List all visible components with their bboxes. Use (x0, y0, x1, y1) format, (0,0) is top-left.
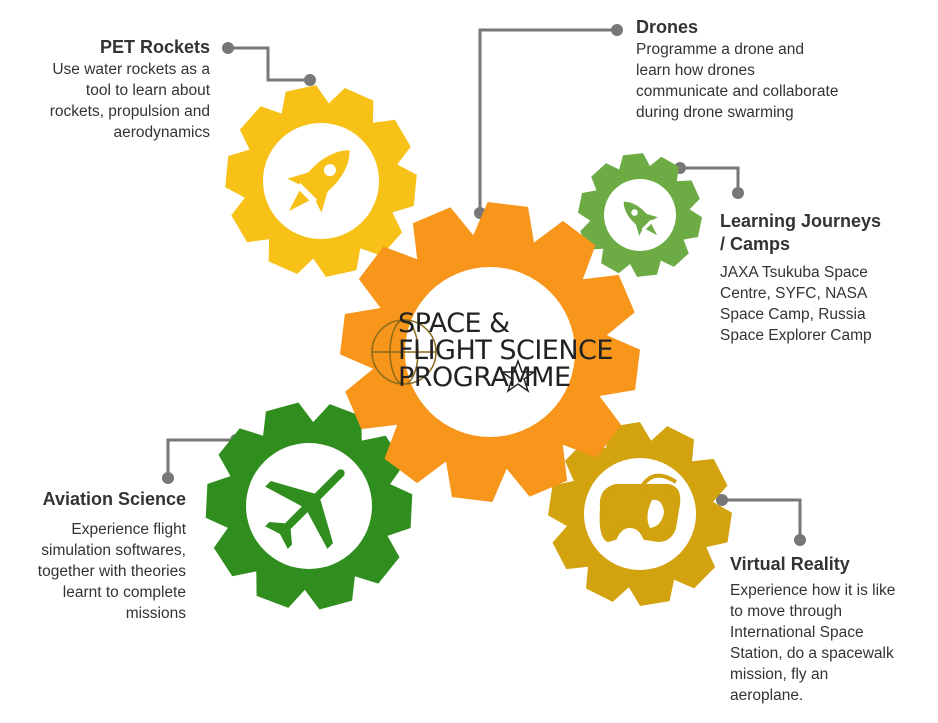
logo-line-3: PROGRAMME (398, 362, 571, 393)
pet-rockets-line: tool to learn about (85, 82, 210, 99)
virtual-reality-line: Station, do a spacewalk (730, 645, 894, 662)
virtual-reality-line: International Space (730, 624, 864, 641)
pet-rockets-block: PET Rockets Use water rockets as a tool … (0, 36, 210, 143)
connector-pet (228, 46, 310, 82)
learning-journeys-title: / Camps (720, 234, 791, 254)
pet-rockets-line: rockets, propulsion and (49, 103, 210, 120)
learning-journeys-line: Centre, SYFC, NASA (720, 285, 868, 302)
learning-journeys-line: Space Camp, Russia (720, 306, 866, 323)
gear-virtual-reality (548, 422, 732, 606)
connector-drones (478, 28, 617, 213)
connector-dot (716, 494, 728, 506)
pet-rockets-line: aerodynamics (113, 124, 211, 141)
drones-block: Drones Programme a drone and learn how d… (636, 16, 916, 123)
virtual-reality-line: to move through (730, 603, 843, 620)
learning-journeys-line: Space Explorer Camp (720, 327, 872, 344)
connector-dot (732, 187, 744, 199)
star-icon (499, 358, 537, 393)
gear-aviation-science (205, 402, 413, 610)
aviation-science-line: together with theories (37, 563, 186, 580)
aviation-science-block: Aviation Science Experience flight simul… (0, 488, 186, 624)
connector-journeys (680, 166, 740, 193)
aviation-science-title: Aviation Science (42, 489, 186, 509)
virtual-reality-line: aeroplane. (730, 687, 804, 704)
pet-rockets-line: Use water rockets as a (52, 61, 210, 78)
connectors (166, 28, 802, 540)
connector-aviation (166, 438, 236, 478)
drones-line: Programme a drone and (636, 41, 805, 58)
connector-vr (722, 498, 802, 540)
virtual-reality-title: Virtual Reality (730, 554, 850, 574)
rocket-icon (287, 150, 350, 213)
gear-center-programme (340, 202, 640, 502)
connector-dot (162, 472, 174, 484)
learning-journeys-line: JAXA Tsukuba Space (720, 264, 868, 281)
connector-dot (611, 24, 623, 36)
aviation-science-line: missions (125, 605, 186, 622)
connector-dot (794, 534, 806, 546)
drones-title: Drones (636, 17, 699, 37)
drones-line: during drone swarming (636, 104, 794, 121)
drones-line: communicate and collaborate (636, 83, 839, 100)
airplane-icon (265, 469, 345, 549)
aviation-science-line: simulation softwares, (41, 542, 186, 559)
logo-line-1: SPACE & (398, 308, 510, 339)
connector-dot (304, 74, 316, 86)
gear-pet-rockets (225, 85, 417, 277)
virtual-reality-line: Experience how it is like (730, 582, 896, 599)
connector-dot (222, 42, 234, 54)
aviation-science-line: learnt to complete (62, 584, 186, 601)
logo-line-2: FLIGHT SCIENCE (398, 335, 613, 366)
globe-icon (371, 319, 437, 385)
learning-journeys-title: Learning Journeys (720, 211, 882, 231)
gear-learning-journeys (578, 153, 702, 277)
pet-rockets-title: PET Rockets (99, 37, 210, 57)
vr-headset-icon (599, 473, 681, 543)
aviation-science-line: Experience flight (71, 521, 186, 538)
drones-line: learn how drones (636, 62, 755, 79)
programme-logo: SPACE & FLIGHT SCIENCE PROGRAMME (398, 310, 613, 391)
virtual-reality-line: mission, fly an (730, 666, 829, 683)
virtual-reality-block: Virtual Reality Experience how it is lik… (730, 553, 935, 706)
rocket-icon (623, 201, 658, 236)
learning-journeys-block: Learning Journeys / Camps JAXA Tsukuba S… (720, 210, 935, 346)
